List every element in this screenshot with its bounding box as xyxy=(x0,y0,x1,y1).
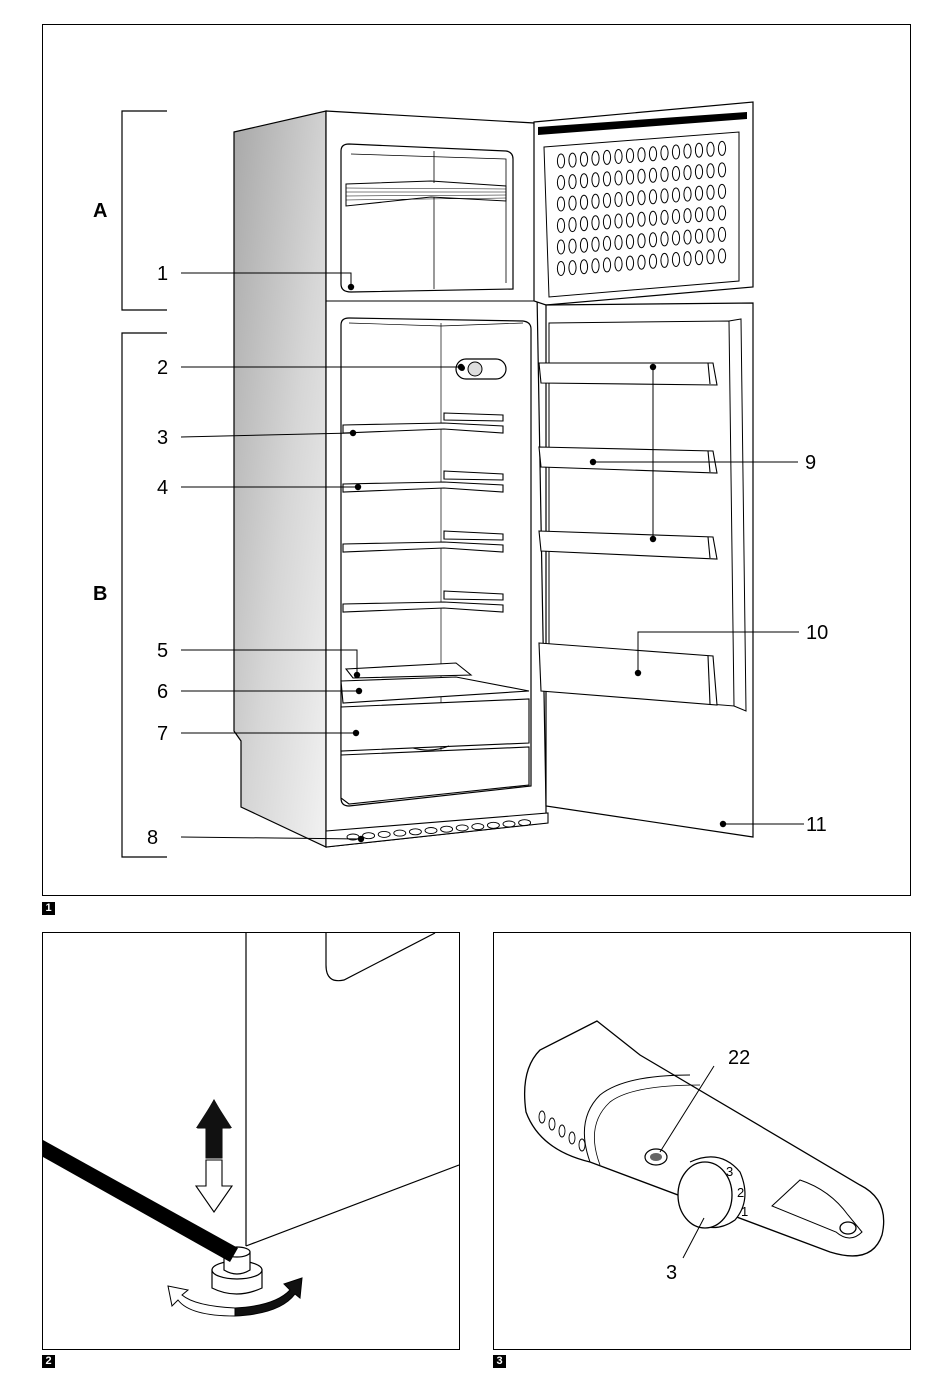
callout-6: 6 xyxy=(157,681,168,703)
dial-mark-1: 1 xyxy=(741,1204,748,1219)
levelling-foot-diagram xyxy=(43,933,459,1349)
figure-2-number: 2 xyxy=(42,1355,55,1368)
callout-4: 4 xyxy=(157,477,168,499)
figure-1-panel: A B 1 2 3 4 5 6 7 8 9 10 11 xyxy=(42,24,911,896)
callout-11: 11 xyxy=(806,814,827,836)
figure-3-panel: 3 2 1 22 3 xyxy=(493,932,911,1350)
callout-10: 10 xyxy=(806,622,828,644)
section-label-a: A xyxy=(93,200,107,222)
callout-9: 9 xyxy=(805,452,816,474)
figure-3-number: 3 xyxy=(493,1355,506,1368)
callout-3-knob: 3 xyxy=(666,1262,677,1284)
freezer-compartment xyxy=(341,144,513,292)
dial-mark-3: 3 xyxy=(726,1164,733,1179)
cabinet-side xyxy=(234,111,326,847)
callout-3: 3 xyxy=(157,427,168,449)
figure-2-panel xyxy=(42,932,460,1350)
bracket-b xyxy=(122,333,167,857)
dial-mark-2: 2 xyxy=(737,1185,744,1200)
figure-1-number: 1 xyxy=(42,902,55,915)
section-label-b: B xyxy=(93,583,107,605)
thermostat-housing xyxy=(456,359,506,379)
callout-5: 5 xyxy=(157,640,168,662)
callout-22: 22 xyxy=(728,1047,750,1069)
fridge-freezer-diagram: A B 1 2 3 4 5 6 7 8 9 10 11 xyxy=(43,25,910,895)
callout-1: 1 xyxy=(157,263,168,285)
indicator-light xyxy=(645,1149,667,1165)
arrow-down-icon xyxy=(196,1160,232,1212)
thermostat-dial-diagram: 3 2 1 22 3 xyxy=(494,933,910,1349)
crisper-drawer-upper xyxy=(341,699,529,751)
callout-8: 8 xyxy=(147,827,158,849)
callout-2: 2 xyxy=(157,357,168,379)
callout-7: 7 xyxy=(157,723,168,745)
